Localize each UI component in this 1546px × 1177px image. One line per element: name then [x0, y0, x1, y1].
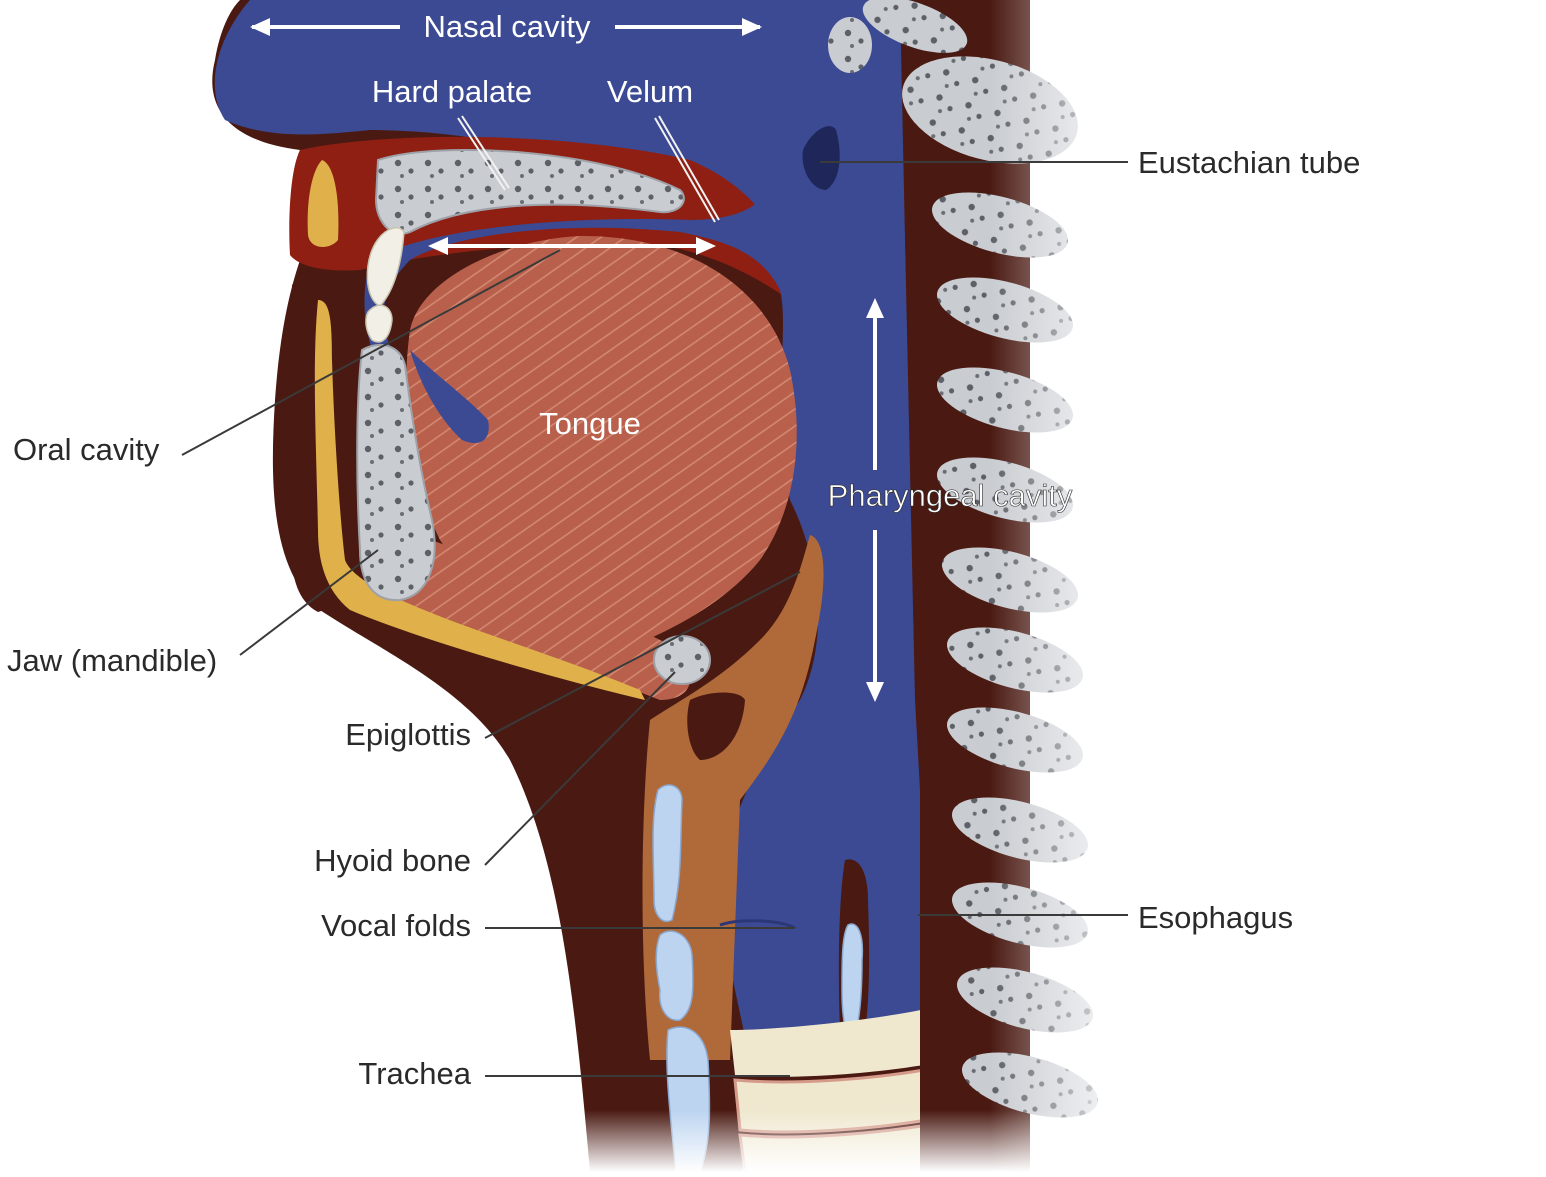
- hard-palate-label: Hard palate: [372, 74, 532, 109]
- hyoid-bone-shape: [654, 636, 710, 684]
- esophagus-label: Esophagus: [1138, 900, 1293, 935]
- epiglottis-label: Epiglottis: [345, 717, 471, 752]
- jaw-label: Jaw (mandible): [7, 643, 217, 678]
- eustachian-tube-label: Eustachian tube: [1138, 145, 1360, 180]
- nasal-cavity-label: Nasal cavity: [423, 9, 591, 44]
- oral-cavity-label: Oral cavity: [13, 432, 160, 467]
- vocal-folds-label: Vocal folds: [321, 908, 471, 943]
- pharyngeal-cavity-label: Pharyngeal cavity: [828, 478, 1073, 513]
- hyoid-bone-label: Hyoid bone: [314, 843, 471, 878]
- velum-label: Velum: [607, 74, 693, 109]
- trachea-label: Trachea: [358, 1056, 471, 1091]
- tongue-label: Tongue: [539, 406, 641, 441]
- right-fade: [990, 0, 1150, 1172]
- bottom-fade: [560, 1110, 1160, 1172]
